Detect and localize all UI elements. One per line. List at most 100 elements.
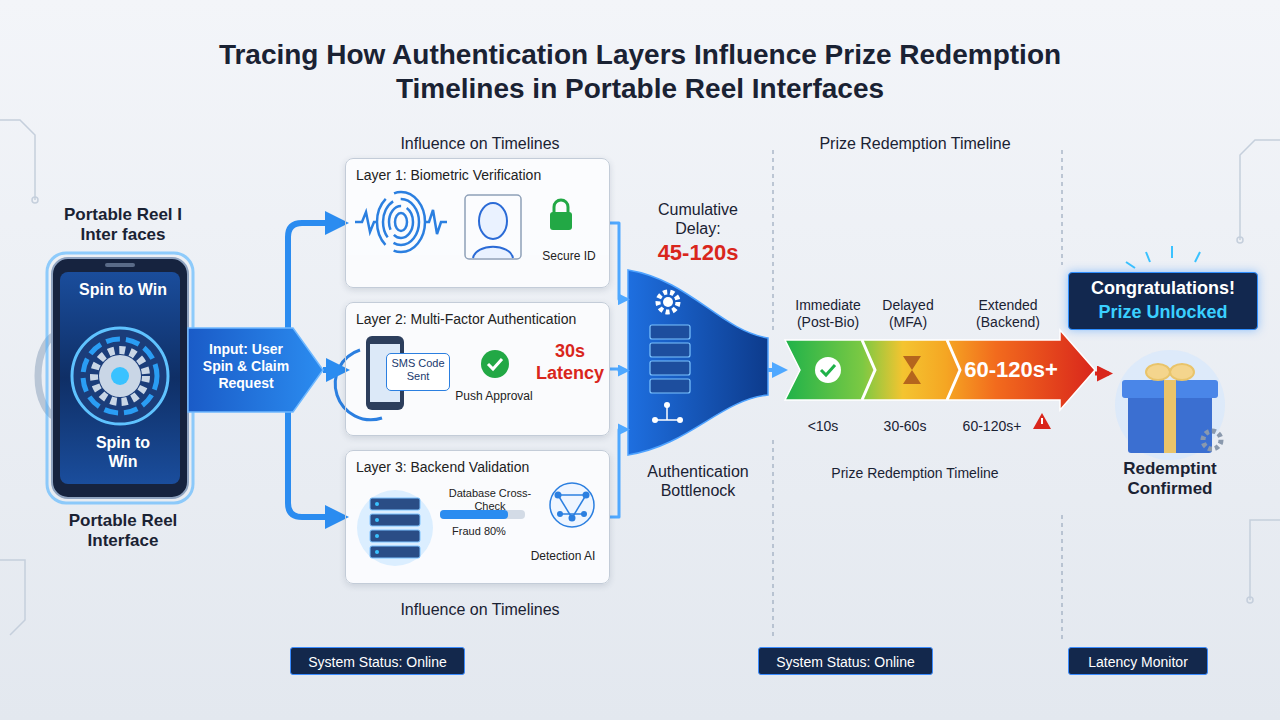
process-box: Layer 3: Backend ValidationDatabase Cros… [345, 450, 610, 584]
divider-lines [772, 150, 773, 330]
shape-outline [188, 328, 323, 412]
phone-illustration [111, 367, 129, 385]
backend-icons [557, 511, 563, 517]
timeline-arrow: 60-120s+ [785, 328, 1095, 412]
backend-icons [583, 492, 590, 499]
phone-illustration [52, 258, 188, 498]
node-text: Detection AI [518, 549, 608, 563]
shape-outline [628, 270, 768, 455]
timeline-band-fill [821, 365, 835, 375]
timeline-band-fill [815, 357, 841, 383]
funnel-fill [650, 325, 690, 393]
funnel-fill [677, 417, 683, 423]
text-label: Delayed (MFA) [866, 297, 950, 331]
backend-icons [550, 483, 594, 527]
input-arrow-fill [188, 328, 323, 412]
title: Tracing How Authentication Layers Influe… [200, 38, 1080, 105]
circuit-lines [32, 197, 38, 203]
text-label: Prize Redemption Timeline [795, 134, 1035, 153]
backend-icons [558, 494, 586, 496]
node-text: Layer 2: Multi-Factor Authentication [356, 311, 606, 328]
prize-banner: Congratulations!Prize Unlocked [1068, 272, 1258, 330]
text-label: Prize Redemption Timeline [795, 465, 1035, 482]
gift-illustration [1164, 380, 1176, 453]
biometric-icons [465, 195, 521, 259]
phone-illustration [38, 253, 193, 503]
gift-node: Redemptint Confirmed [1110, 335, 1230, 505]
node-text: Input: User Spin & Claim Request [194, 341, 298, 391]
gift-illustration [1126, 262, 1135, 268]
node-text: 30s Latency [534, 341, 606, 384]
gift-illustration [1203, 431, 1221, 449]
connector [288, 412, 343, 517]
connector [610, 223, 627, 299]
gift-illustration [1126, 246, 1200, 268]
text-label: <10s [788, 418, 858, 435]
node-text: Cumulative Delay: [638, 200, 758, 238]
node-text: Authentication Bottlenock [634, 462, 762, 500]
backend-icons [370, 498, 420, 510]
input-arrow: Input: User Spin & Claim Request [188, 328, 323, 412]
timeline-band-fill [862, 340, 960, 400]
phone-illustration [99, 355, 141, 397]
node-text: Redemptint Confirmed [1110, 459, 1230, 500]
node-text: Spin to Win [83, 433, 163, 471]
node-text: Layer 3: Backend Validation [356, 459, 601, 476]
biometric-icons [479, 203, 507, 239]
mfa-icons [335, 336, 509, 420]
status-badge: System Status: Online [290, 647, 465, 675]
sms-bubble: SMS Code Sent [386, 353, 450, 391]
phone-illustration [83, 339, 157, 413]
backend-icons [375, 550, 379, 554]
node-text: Latency Monitor [1071, 654, 1205, 671]
phone-illustration [47, 253, 193, 503]
backend-icons [555, 492, 562, 499]
connector [768, 368, 784, 372]
funnel-fill [663, 297, 673, 307]
phone-illustration [94, 350, 146, 402]
circuit-lines [0, 120, 1280, 635]
biometric-icons [377, 192, 425, 252]
timeline-band-fill [785, 330, 1095, 429]
layer-box-fills [345, 158, 610, 288]
backend-icons [375, 534, 379, 538]
node-text: Congratulations! [1073, 278, 1253, 300]
text-label: Extended (Backend) [960, 297, 1056, 331]
connector [288, 223, 343, 328]
gift-illustration [1171, 246, 1173, 258]
circuit-lines [0, 120, 35, 200]
backend-icons [357, 490, 433, 566]
connector [323, 367, 344, 373]
gift-illustration [1146, 252, 1150, 262]
biometric-icons [554, 200, 568, 213]
node-text: Portable Reel Interface [48, 511, 198, 552]
connector [610, 429, 627, 517]
process-box: Layer 1: Biometric VerificationSecure ID [345, 158, 610, 288]
text-label: Influence on Timelines [355, 134, 605, 153]
circuit-lines [0, 560, 25, 635]
backend-icons [375, 502, 379, 506]
divider-lines [772, 440, 773, 640]
circuit-lines [1240, 140, 1280, 240]
funnel-fill [628, 270, 768, 455]
backend-icons [370, 498, 420, 558]
connector [610, 369, 627, 371]
funnel-fill [650, 325, 690, 339]
timeline-band-fill [1033, 413, 1051, 429]
backend-icons [375, 518, 379, 522]
phone-illustration [72, 328, 168, 424]
status-badge: System Status: Online [758, 647, 933, 675]
node-text: Spin to Win [63, 280, 183, 299]
phone-node: Portable Reel I Inter facesSpin to WinSp… [38, 205, 208, 550]
biometric-icons [355, 192, 572, 259]
node-text: SMS Code Sent [389, 357, 447, 383]
gift-illustration [1170, 364, 1194, 380]
biometric-icons [425, 210, 447, 234]
biometric-icons [383, 199, 419, 245]
funnel-fill [652, 402, 683, 423]
phone-illustration [105, 263, 135, 267]
biometric-icons [389, 206, 413, 238]
mfa-icons [488, 359, 502, 369]
